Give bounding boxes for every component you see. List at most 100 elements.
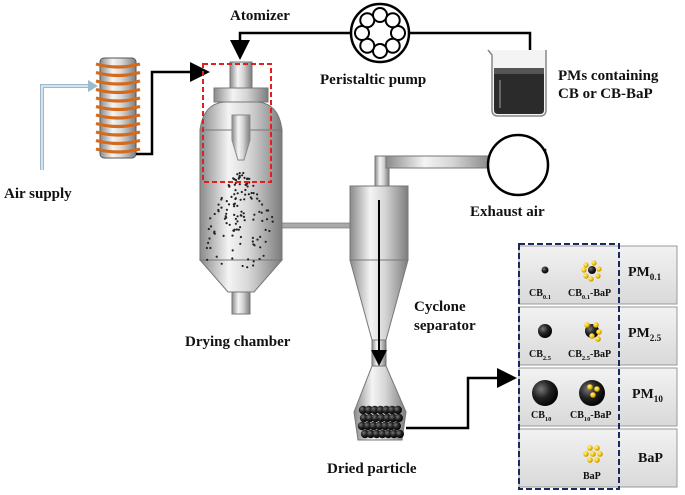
spray-droplet [259,246,262,249]
spray-droplet [231,249,234,252]
spray-droplet [256,193,259,196]
spray-droplet [261,219,264,222]
coil-turn [95,62,141,69]
spray-droplet [242,215,246,218]
spray-droplet [232,229,235,232]
spray-droplet [230,195,233,198]
spray-droplet [213,230,216,233]
chamber-to-cyclone-line [281,222,353,229]
spray-droplet [241,174,244,177]
dried-particle-ball [386,421,396,431]
spray-droplet [238,172,241,175]
coil-turn [95,104,141,112]
spray-droplet [213,212,216,216]
drying-chamber-vessel [198,61,284,315]
spray-droplet [252,264,255,267]
spray-droplet [239,198,242,201]
dried-particle-ball [377,413,386,423]
dried-particle-ball [395,429,404,439]
spray-droplet [246,185,249,188]
dried-particle-ball [372,429,381,439]
spray-droplet [208,237,211,240]
pms-label-line2: CB or CB-BaP [558,86,653,102]
spray-droplet [265,218,269,221]
pm-0.1-label: PM0.1 [628,265,662,282]
spray-droplet [243,219,246,222]
exhaust-label: Exhaust air [470,204,545,220]
cb-2.5-particle-icon [538,324,552,338]
spray-droplet [247,258,250,261]
bap-item-label: BaP [583,471,601,482]
spray-droplet [206,258,209,261]
spray-droplet [271,215,274,219]
coil-turn [95,138,141,146]
dried-particle-ball [359,413,369,423]
spray-droplet [236,215,239,218]
spray-droplet [256,238,259,241]
spray-droplet [239,235,242,239]
spray-droplet [258,257,261,261]
dried-particle-ball [384,429,393,439]
spray-droplet [228,223,231,226]
cb-2.5-label: CB2.5 [529,349,552,362]
hot-air-line [136,62,210,156]
spray-droplet [207,241,210,244]
spray-droplet [243,176,246,179]
dried-particle-ball [389,429,399,439]
spray-droplet [252,184,255,187]
spray-droplet [227,184,230,187]
drying-chamber-label: Drying chamber [185,334,291,350]
spray-droplet [244,193,247,196]
spray-droplet [234,217,237,220]
spray-droplet [244,188,247,192]
spray-droplet [242,171,245,175]
spray-droplet [236,204,239,207]
air-supply-label: Air supply [4,186,72,202]
spray-droplet [246,266,249,269]
spray-droplet [233,183,236,186]
cb-0.1-label: CB0.1 [529,288,552,301]
coil-turn [95,79,141,86]
spray-droplet [231,234,234,237]
spray-droplet [209,246,212,250]
spray-droplet [217,203,220,206]
dried-particle-ball [376,405,385,415]
dried-particle-ball [358,405,368,415]
spray-droplet [243,198,246,201]
dried-particle-ball [381,421,390,431]
spray-droplet [236,173,239,176]
spray-droplet [234,222,237,225]
dried-particle-ball [387,405,397,415]
coil-turn [95,70,141,78]
pump-roller [384,12,401,29]
dried-particle-ball [371,413,380,423]
spray-droplet [236,220,239,223]
pm-10-label: PM10 [632,387,663,404]
spray-droplet [268,229,271,233]
spray-droplet [225,222,228,225]
dried-particle-ball [364,405,373,415]
peristaltic-pump [349,2,411,64]
cb-0.1-bap-icon [581,260,602,282]
cb-0.1-particle-icon [541,266,549,274]
spray-droplet [252,218,255,221]
spray-droplet [271,220,274,223]
cb-10-label: CB10 [531,410,552,423]
spray-droplet [252,192,255,195]
spray-droplet [267,209,270,212]
spray-droplet [207,227,210,231]
dried-particle-ball [370,405,379,415]
spray-droplet [246,177,249,180]
spray-droplet [236,192,239,195]
spray-droplet [251,240,254,243]
spray-droplet [234,179,238,182]
cb-2.5-bap-icon [584,322,602,342]
spray-droplet [239,242,242,245]
pm-2.5-label: PM2.5 [628,326,662,343]
sample-beaker [487,49,547,117]
spray-droplet [262,254,265,257]
spray-droplet [227,203,231,206]
particle-legend [518,243,678,490]
spray-droplet [248,177,251,180]
